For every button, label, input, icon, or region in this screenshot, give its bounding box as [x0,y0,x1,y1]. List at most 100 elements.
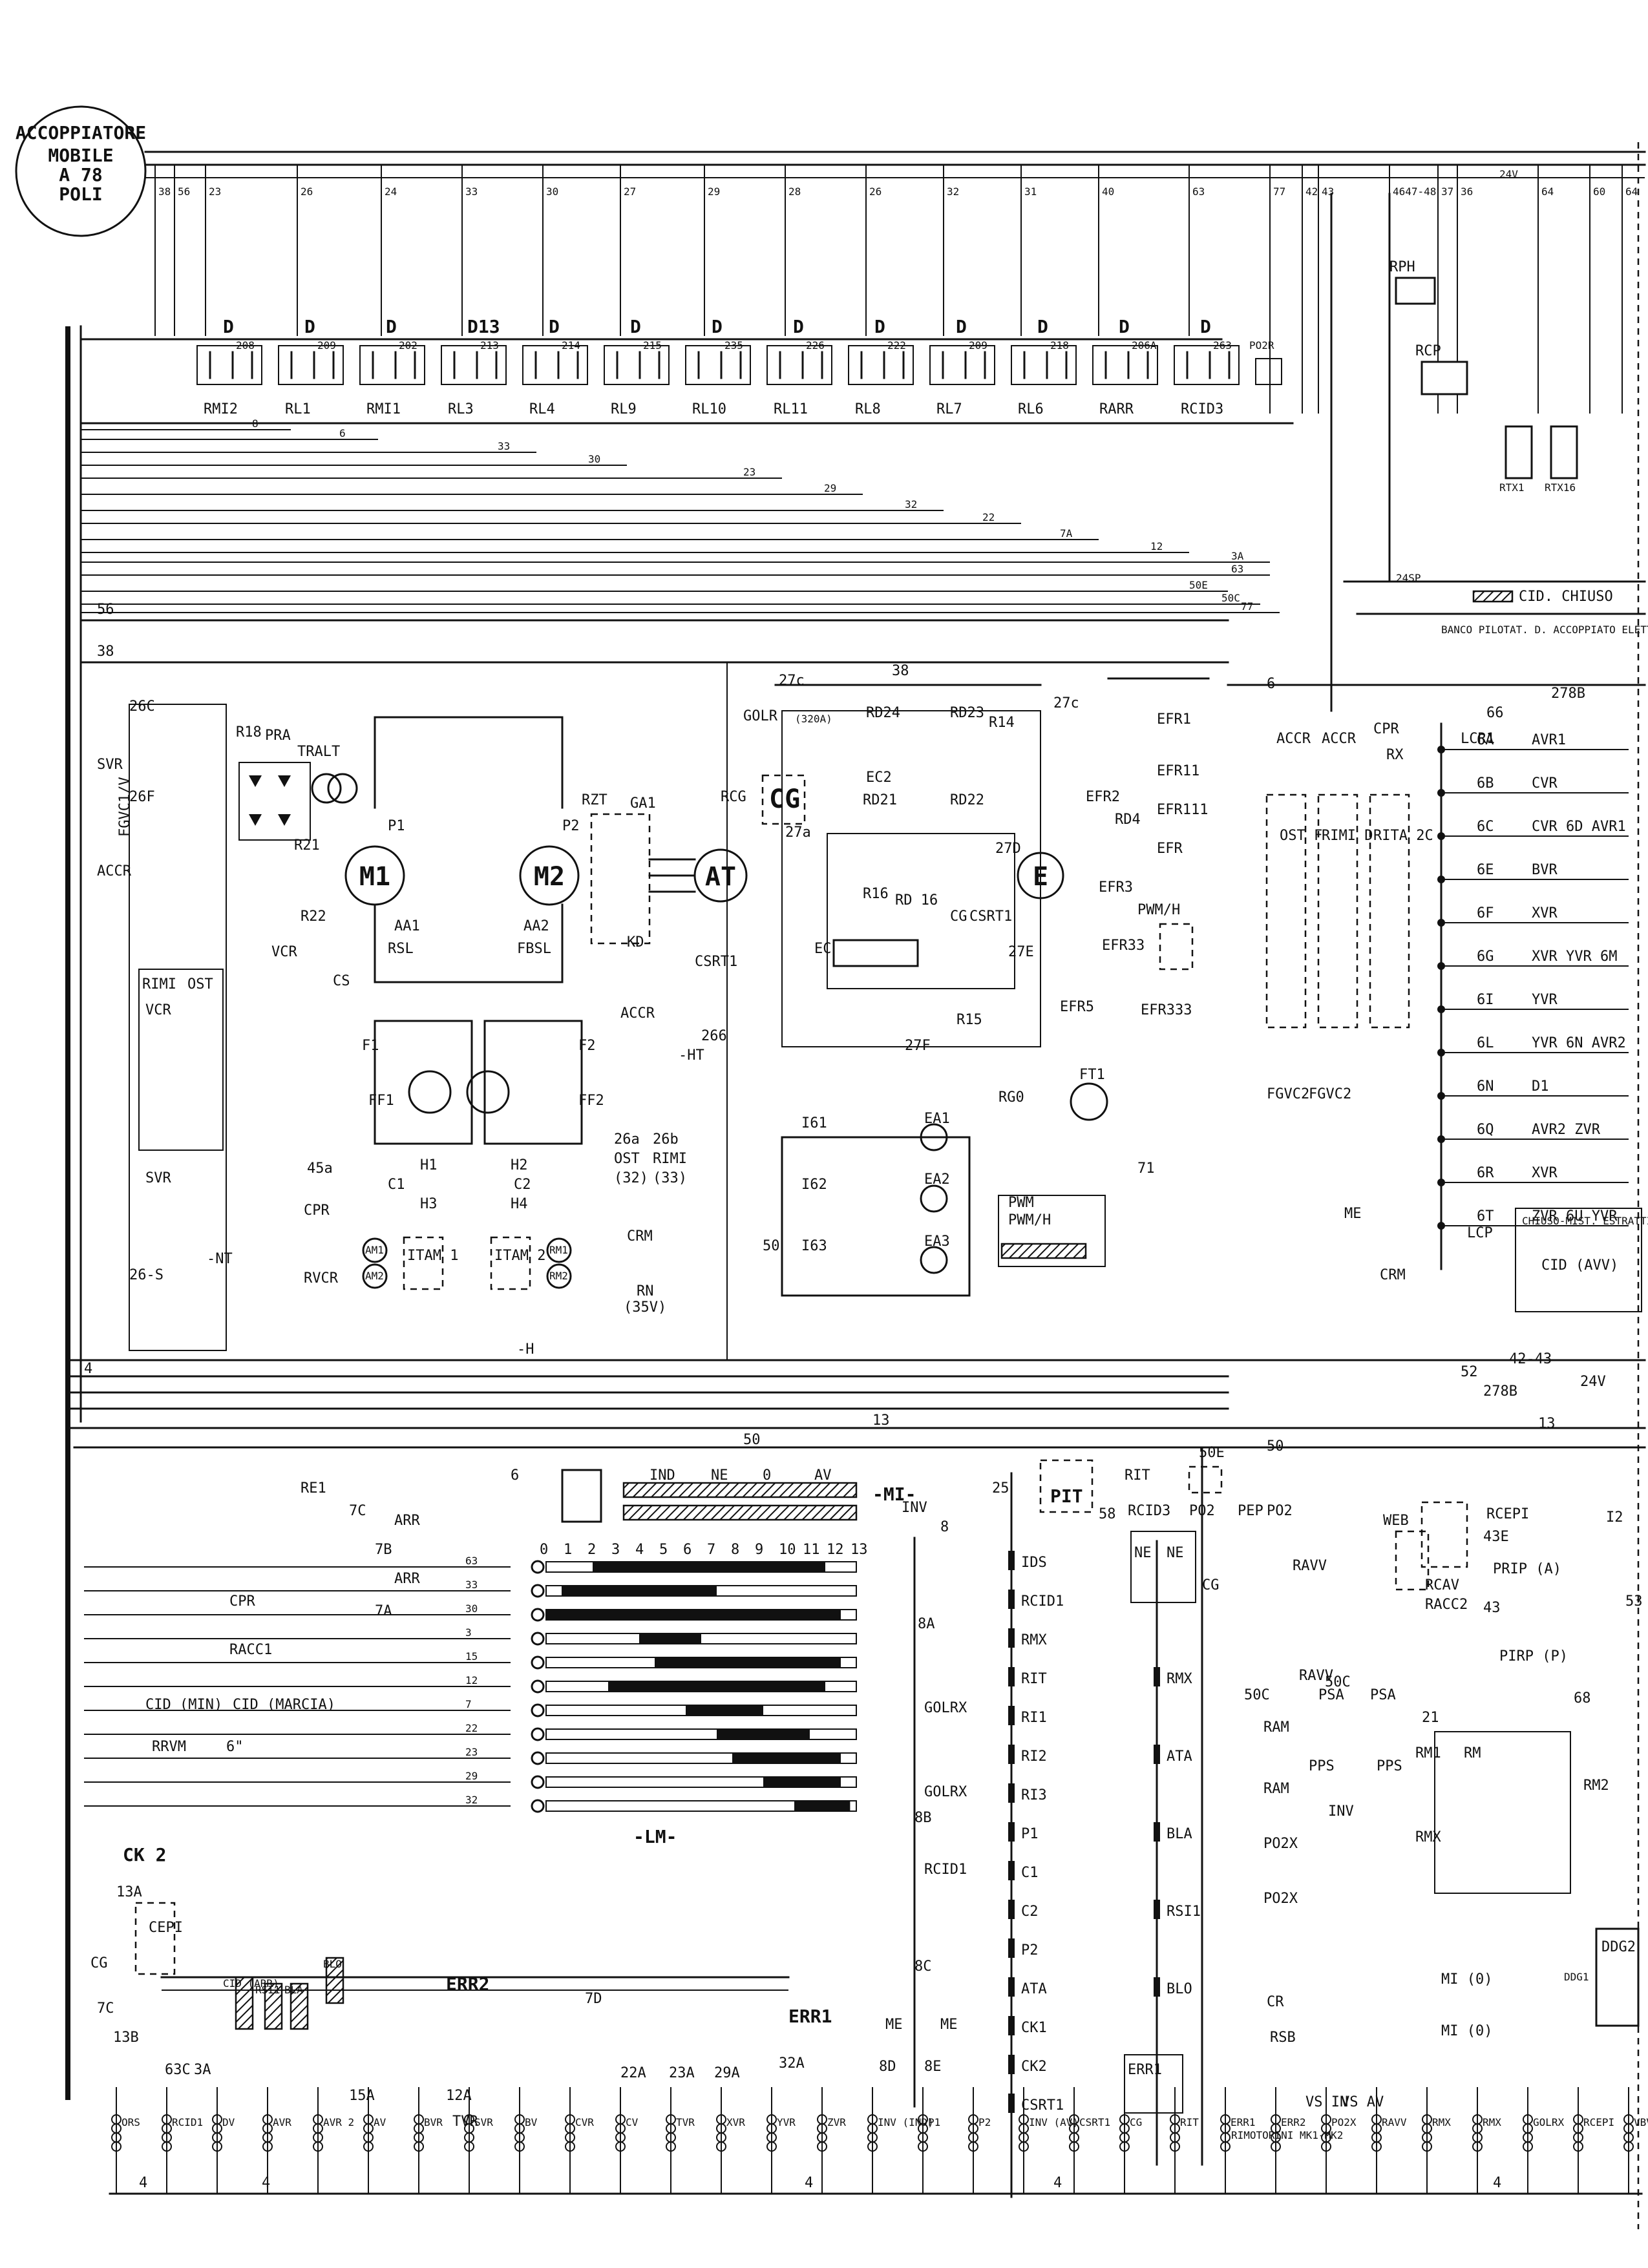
ground-label-4: 4 [1053,2175,1062,2191]
i62-label: I62 [801,1177,827,1193]
label-33: (33) [653,1170,687,1186]
p2-label: P2 [562,818,580,834]
h3-label: H3 [420,1196,438,1212]
chain-contact-label: C1 [1021,1865,1039,1881]
chain-contact-rmx[interactable]: RMX [1008,1628,1047,1648]
pit-label: PIT [1050,1486,1083,1507]
relay-po2r[interactable]: PO2R [1249,339,1282,385]
chain-contact-ri1[interactable]: RI1 [1008,1706,1047,1726]
top-pin-label: 64 [1625,185,1638,198]
r22-label: R22 [301,908,326,925]
top-pin-label: 64 [1541,185,1554,198]
level-label: 32 [905,498,917,510]
lm-row: 63 [84,1555,857,1574]
top-relay-row: D208RMI2D209RL1D202RMI1D13213RL3D214RL4D… [79,316,1294,425]
relay-d-label: D [630,316,641,337]
mi-drum-2 [622,1504,858,1521]
chain-contact-ids[interactable]: IDS [1008,1551,1047,1571]
svr-label: SVR [97,757,123,773]
chain-contact-c2[interactable]: C2 [1008,1900,1039,1920]
mi-contacts[interactable] [561,1469,602,1523]
efr5-label: EFR5 [1060,999,1094,1015]
chain-contact-p2[interactable]: P2 [1008,1938,1039,1958]
relay-rtx16[interactable] [1550,425,1578,479]
coil-2: DV [212,2087,235,2194]
coil-15: INV (IND) [867,2087,934,2194]
relay-d-label: D13 [467,316,500,337]
right-chain-contact-rmx[interactable]: RMX [1154,1667,1192,1687]
mid-buses: 56 38 [79,602,1229,664]
right-chain-contact-ata[interactable]: ATA [1154,1745,1192,1765]
relay-name-label: RL1 [285,401,311,417]
right-chain-contact-blo[interactable]: BLO [1154,1977,1192,1997]
err1-label: ERR1 [788,2006,832,2027]
coil-label: INV (AV) [1029,2116,1079,2128]
lm-row-label: 33 [465,1579,478,1591]
label-68: 68 [1574,1690,1591,1706]
chain-contact-csrt1[interactable]: CSRT1 [1008,2094,1064,2114]
chain-contact-rcid1[interactable]: RCID1 [1008,1590,1064,1610]
relay-d-label: D [874,316,885,337]
label-26a: 26a [614,1131,640,1148]
banco-label: BANCO PILOTAT. D. ACCOPPIATO ELETTRICAME… [1441,624,1648,636]
lm-step-label: 7 [707,1542,715,1558]
right-chain-contact-bla[interactable]: BLA [1154,1822,1192,1842]
rzt-bridge [590,813,651,945]
right-chain-contact-rsi1[interactable]: RSI1 [1154,1900,1201,1920]
inv-label: INV [902,1500,927,1516]
bridge-rectifier-1 [238,762,311,841]
chain-contact-c1[interactable]: C1 [1008,1861,1039,1881]
lm-step-label: 9 [755,1542,763,1558]
relay-rcp-contact[interactable] [1421,361,1468,395]
lm-drum-segment [562,1586,717,1596]
rm1-label: RM1 [549,1244,568,1256]
accr-left-label: ACCR [97,863,132,879]
cg-label: CG [769,784,800,814]
lm-step-label: 10 [779,1542,796,1558]
mi0-label-1: MI (0) [1441,1971,1492,1988]
chain-contact-p1[interactable]: P1 [1008,1822,1039,1842]
chain-contact-ata[interactable]: ATA [1008,1977,1047,1997]
rx-label: RX [1386,747,1404,763]
chain-contact-rit[interactable]: RIT [1008,1667,1047,1687]
efr111-label: EFR111 [1157,802,1208,818]
chain-contact-label: P2 [1021,1942,1039,1958]
level-label: 23 [743,466,755,478]
pit-relay[interactable] [1039,1459,1093,1513]
rcav-relay[interactable] [1421,1501,1468,1568]
chain-contact-ri2[interactable]: RI2 [1008,1745,1047,1765]
relay-name-label: RL4 [529,401,555,417]
chain-contact-label: RI2 [1021,1748,1047,1765]
label-26b: 26b [653,1131,679,1148]
lamp-code: 6G [1477,949,1494,965]
relay-rtx1[interactable] [1505,425,1533,479]
po2-relay[interactable] [1188,1465,1223,1494]
top-pin-label: 31 [1024,185,1037,198]
top-pin-label: 77 [1273,185,1285,198]
chain-contact-ck1[interactable]: CK1 [1008,2016,1047,2036]
cg-relay[interactable] [761,774,806,825]
chain-contact-ck2[interactable]: CK2 [1008,2055,1047,2075]
top-pin-label: 42 [1305,185,1318,198]
relay-rph-contact[interactable] [1395,277,1436,305]
fgvc1v-label: FGVC1/V [117,777,133,837]
chain-contact-ri3[interactable]: RI3 [1008,1783,1047,1803]
mid-chain-items: IDSRCID1RMXRITRI1RI2RI3P1C1C2P2ATACK1CK2… [1008,1551,1201,2114]
inv-right-label: INV [1328,1803,1354,1820]
fgvcx-label: FGVC2 [1309,1086,1351,1102]
